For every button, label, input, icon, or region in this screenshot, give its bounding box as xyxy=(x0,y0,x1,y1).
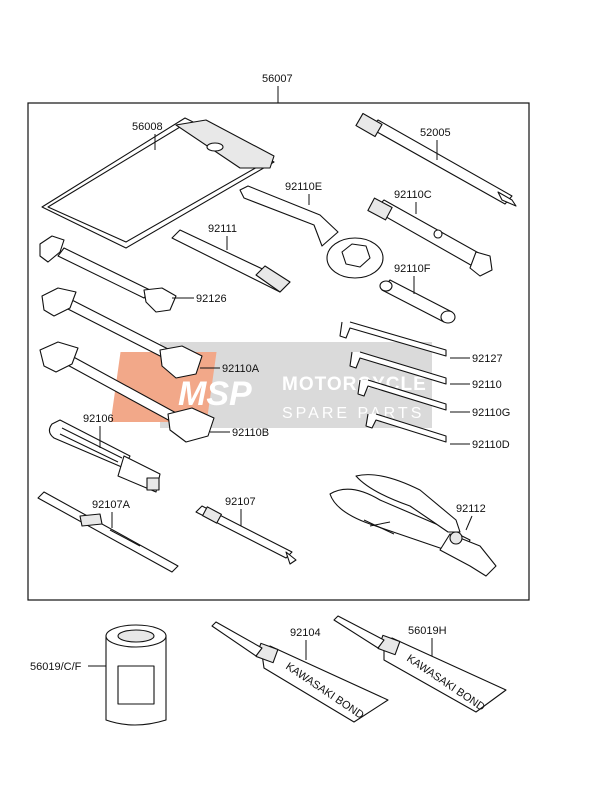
label-bond-tube-2[interactable]: 56019H xyxy=(408,625,447,637)
label-bit[interactable]: 92107 xyxy=(225,496,256,508)
hex-wrench-92110g-icon xyxy=(357,379,447,411)
label-pliers[interactable]: 92112 xyxy=(456,503,486,515)
socket-wrench-c-icon xyxy=(367,197,493,277)
label-screwdriver-handle[interactable]: 92106 xyxy=(83,413,114,425)
label-box-wrench[interactable]: 92110E xyxy=(285,181,322,193)
wrench-b-icon xyxy=(39,341,215,443)
wrench-a-icon xyxy=(41,287,203,379)
hex-wrench-92127-icon xyxy=(339,321,447,357)
grease-can-icon xyxy=(105,624,167,726)
screwdriver-handle-icon xyxy=(48,419,161,493)
label-wrench-a[interactable]: 92110A xyxy=(222,363,260,375)
label-wrench-b[interactable]: 92110B xyxy=(232,427,269,439)
label-bond-tube-1[interactable]: 92104 xyxy=(290,627,321,639)
label-extension-bar[interactable]: 92111 xyxy=(208,223,237,235)
label-kit[interactable]: 56007 xyxy=(262,73,293,85)
tool-bag-icon xyxy=(41,117,275,249)
label-tool-bag[interactable]: 56008 xyxy=(132,121,163,133)
label-grease-can[interactable]: 56019/C/F xyxy=(30,661,82,673)
extension-bar-icon xyxy=(171,229,291,293)
label-spark-plug-wrench[interactable]: 52005 xyxy=(420,127,451,139)
hex-wrench-92110-icon xyxy=(349,351,447,385)
label-hex-92110[interactable]: 92110 xyxy=(472,379,502,391)
label-hex-92110g[interactable]: 92110G xyxy=(472,407,510,419)
label-socket-f[interactable]: 92110F xyxy=(394,263,431,275)
bit-a-icon xyxy=(37,491,179,573)
hex-wrench-92110d-icon xyxy=(365,413,447,443)
watermark-logo: MSP xyxy=(178,375,252,413)
label-hex-92127[interactable]: 92127 xyxy=(472,353,503,365)
watermark-line2: SPARE PARTS xyxy=(282,405,424,422)
pliers-icon xyxy=(329,474,497,577)
label-bit-a[interactable]: 92107A xyxy=(92,499,131,511)
socket-f-icon xyxy=(379,279,456,324)
spark-plug-wrench-icon xyxy=(355,112,517,207)
label-hex-92110d[interactable]: 92110D xyxy=(472,439,510,451)
wrench-small-icon xyxy=(39,235,177,313)
label-socket-wrench-c[interactable]: 92110C xyxy=(394,189,432,201)
bit-icon xyxy=(195,505,297,565)
label-wrench-small[interactable]: 92126 xyxy=(196,293,227,305)
box-wrench-icon xyxy=(239,185,384,279)
leader-pliers xyxy=(465,515,473,531)
